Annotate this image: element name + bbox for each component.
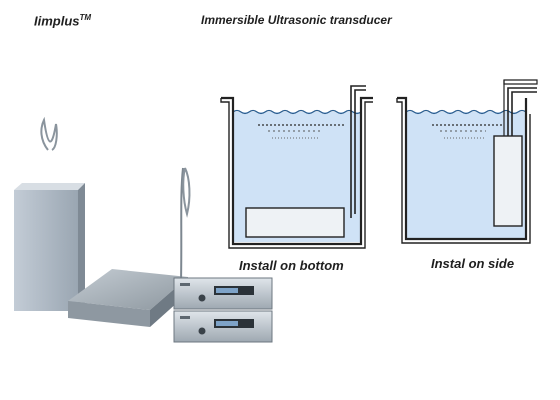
product-photo — [14, 116, 273, 343]
tank-bottom-install — [220, 85, 373, 249]
ultrasonic-generator-bottom — [173, 310, 273, 343]
side-transducer-box — [493, 135, 523, 227]
brand-logo: IimplusTM — [34, 13, 91, 28]
tank-side-install — [396, 79, 538, 244]
ultrasonic-generator-top — [173, 277, 273, 310]
page-title: Immersible Ultrasonic transducer — [201, 13, 392, 27]
caption-install-bottom: Install on bottom — [239, 258, 344, 273]
caption-install-side: Instal on side — [431, 256, 515, 271]
bottom-transducer-plate — [68, 269, 188, 327]
brand-name: Iimplus — [34, 13, 80, 29]
vertical-transducer-panel — [14, 116, 85, 311]
bottom-transducer-box — [245, 207, 345, 238]
transducer-cable — [180, 167, 184, 283]
trademark-mark: TM — [79, 13, 92, 22]
